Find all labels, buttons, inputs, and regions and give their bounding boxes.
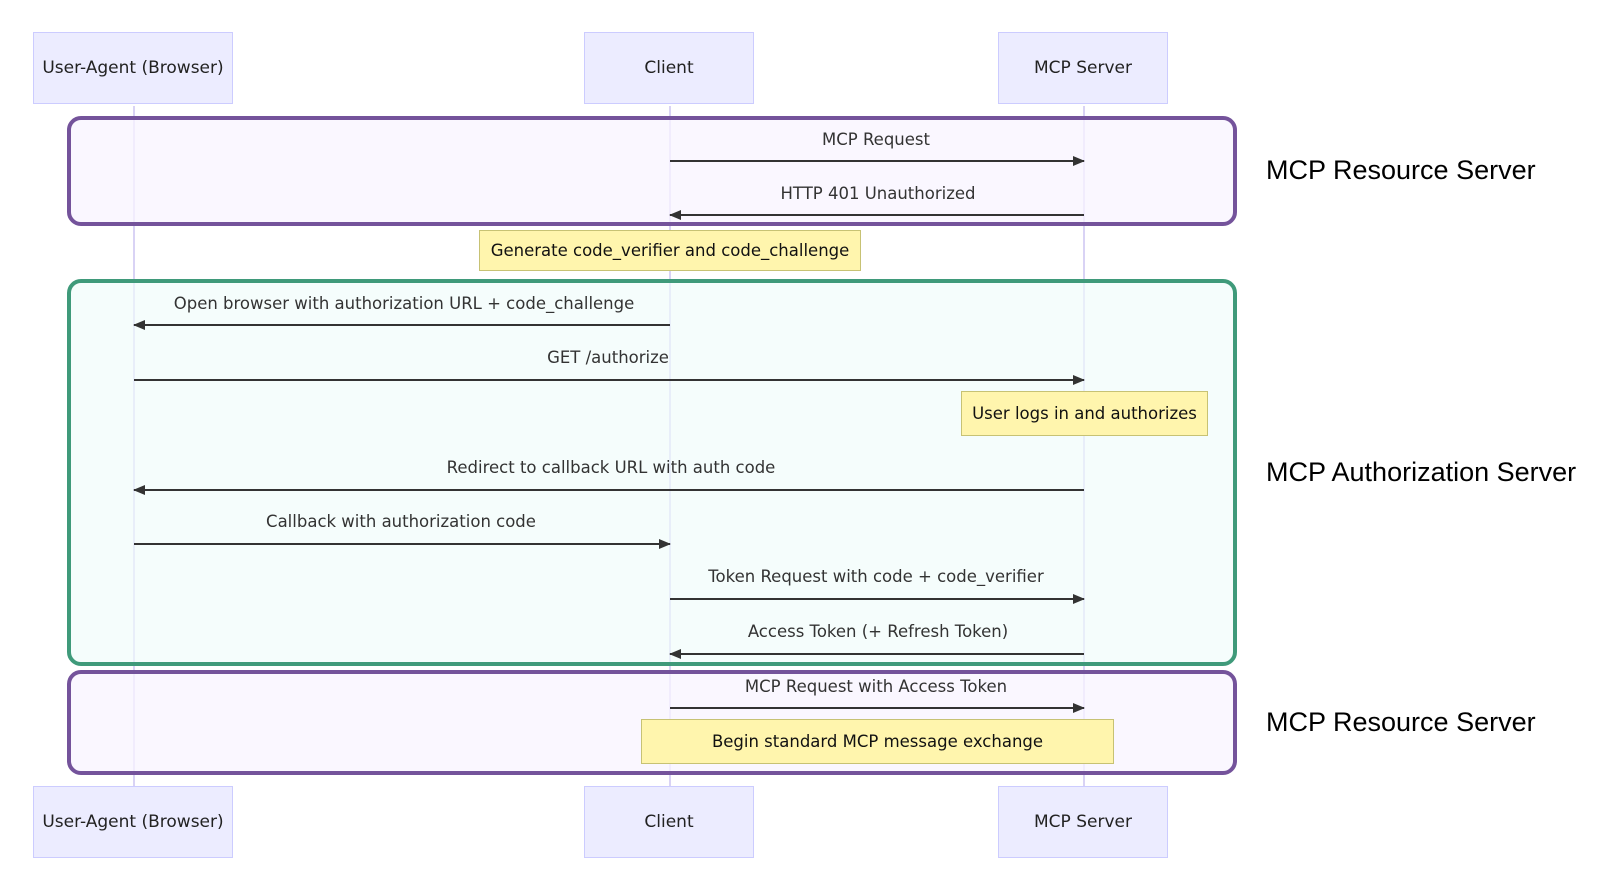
message-label-redirect-callback: Redirect to callback URL with auth code	[446, 458, 776, 477]
message-label-access-token: Access Token (+ Refresh Token)	[747, 622, 1009, 641]
group-authorization-server	[67, 279, 1237, 666]
message-label-http-401: HTTP 401 Unauthorized	[780, 184, 976, 203]
participant-mcp-server-bottom: MCP Server	[998, 786, 1168, 858]
group-label-resource-bottom: MCP Resource Server	[1266, 707, 1536, 737]
group-label-resource-top: MCP Resource Server	[1266, 155, 1536, 185]
message-label-open-browser: Open browser with authorization URL + co…	[173, 294, 635, 313]
group-label-authorization: MCP Authorization Server	[1266, 457, 1577, 487]
participant-user-agent-bottom: User-Agent (Browser)	[33, 786, 233, 858]
note-begin-mcp-exchange: Begin standard MCP message exchange	[641, 719, 1114, 764]
note-generate-code-verifier: Generate code_verifier and code_challeng…	[479, 230, 861, 271]
participant-client-bottom: Client	[584, 786, 754, 858]
message-label-callback-code: Callback with authorization code	[266, 512, 536, 531]
message-label-get-authorize: GET /authorize	[547, 348, 669, 367]
group-resource-server-top	[67, 116, 1237, 226]
note-user-login: User logs in and authorizes	[961, 391, 1208, 436]
participant-client-top: Client	[584, 32, 754, 104]
message-label-mcp-request: MCP Request	[822, 130, 930, 149]
message-label-mcp-request-token: MCP Request with Access Token	[744, 677, 1008, 696]
participant-mcp-server-top: MCP Server	[998, 32, 1168, 104]
participant-user-agent-top: User-Agent (Browser)	[33, 32, 233, 104]
message-label-token-request: Token Request with code + code_verifier	[708, 567, 1044, 586]
